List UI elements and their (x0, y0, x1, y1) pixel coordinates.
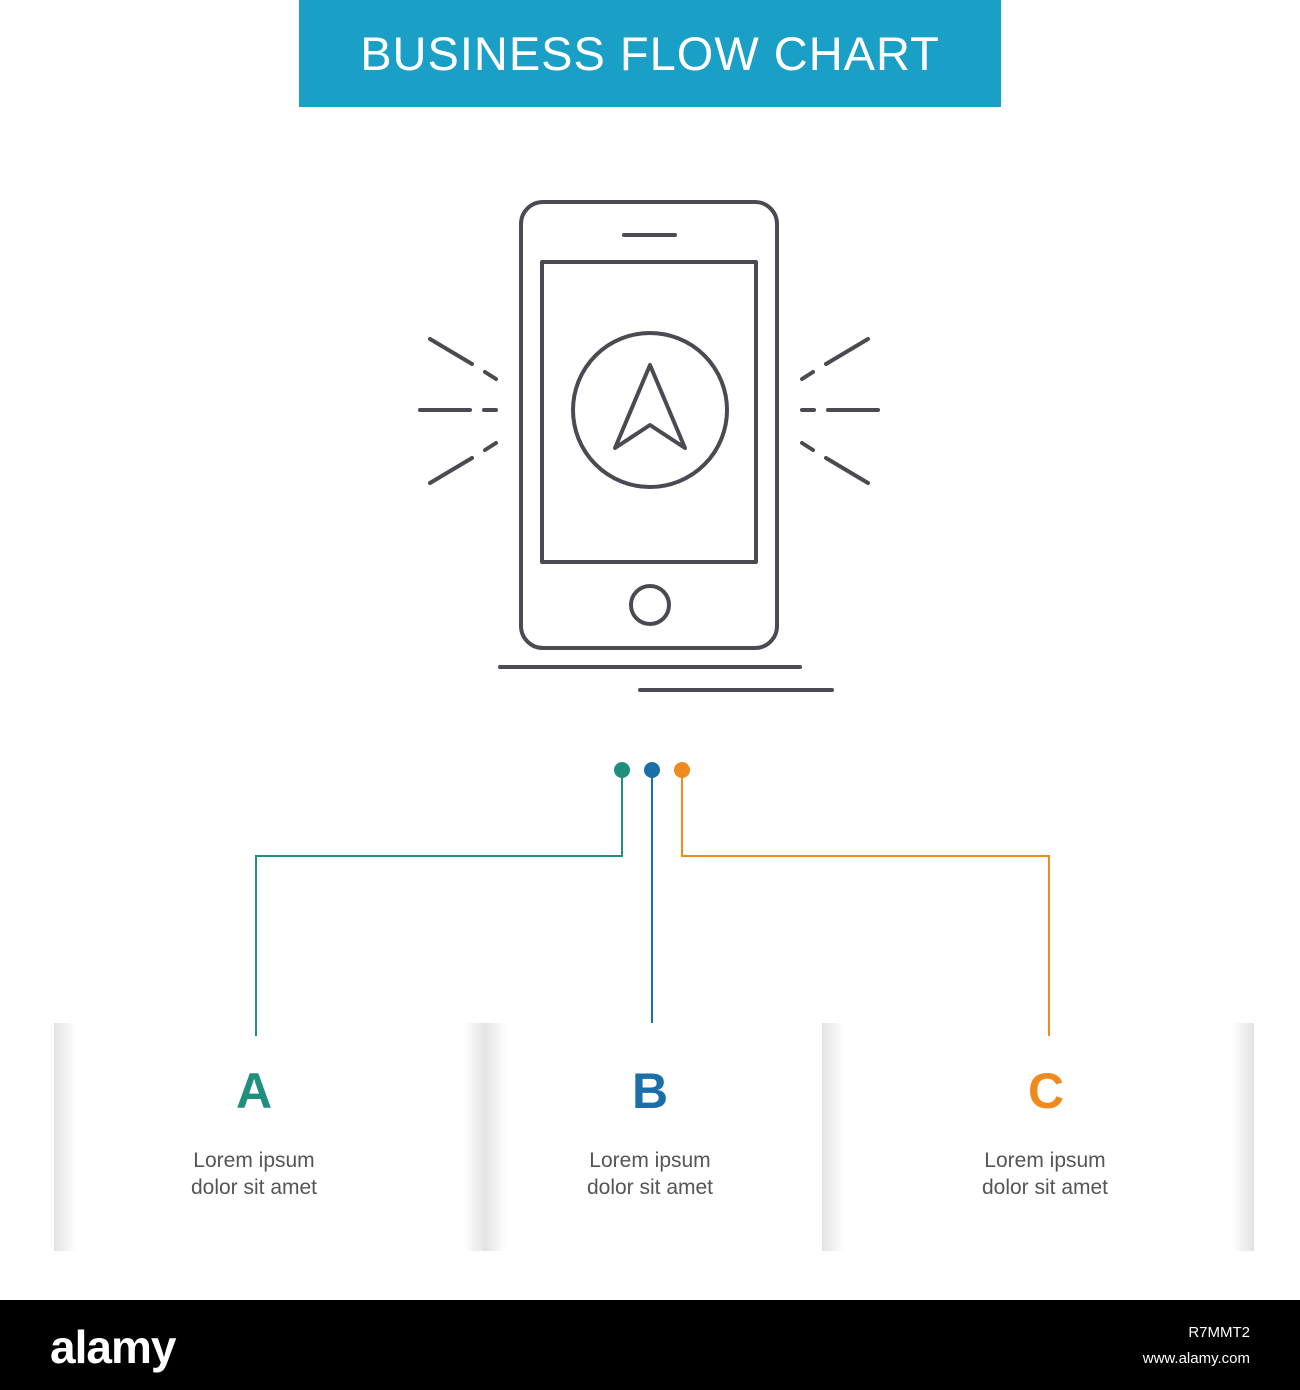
navigation-arrow-icon (613, 363, 687, 450)
step-c-letter: C (1027, 1063, 1065, 1119)
title-banner: BUSINESS FLOW CHART (299, 0, 1001, 107)
step-b-text: Lorem ipsum dolor sit amet (520, 1147, 780, 1201)
step-b-letter: B (631, 1063, 669, 1119)
step-b-line1: Lorem ipsum (589, 1149, 711, 1172)
step-b-panel (484, 1023, 822, 1251)
step-a-line2: dolor sit amet (190, 1176, 318, 1199)
image-id: R7MMT2 (1188, 1324, 1250, 1341)
compass-circle (571, 331, 729, 489)
phone-body (519, 200, 779, 650)
step-a-text: Lorem ipsum dolor sit amet (124, 1147, 384, 1201)
banner-title: BUSINESS FLOW CHART (360, 27, 940, 80)
step-c-line2: dolor sit amet (981, 1176, 1109, 1199)
phone-home-button (629, 584, 671, 626)
stock-footer: alamy R7MMT2 www.alamy.com (0, 1300, 1300, 1390)
connector-lines (255, 762, 1050, 1036)
alamy-logo: alamy (50, 1321, 176, 1373)
step-c-line1: Lorem ipsum (984, 1149, 1106, 1172)
mobile-navigation-icon (418, 200, 880, 692)
phone-screen (540, 260, 758, 564)
step-a-letter: A (235, 1063, 273, 1119)
footer-url: www.alamy.com (1142, 1350, 1250, 1367)
step-b-line2: dolor sit amet (586, 1176, 714, 1199)
step-a-line1: Lorem ipsum (193, 1149, 315, 1172)
step-c-text: Lorem ipsum dolor sit amet (915, 1147, 1175, 1201)
step-c-panel (822, 1023, 1254, 1251)
connector-a (255, 770, 623, 1036)
step-a-panel (54, 1023, 486, 1251)
connector-c (681, 770, 1050, 1036)
connector-dot-b (644, 762, 660, 778)
connector-dot-a (614, 762, 630, 778)
connector-dot-c (674, 762, 690, 778)
